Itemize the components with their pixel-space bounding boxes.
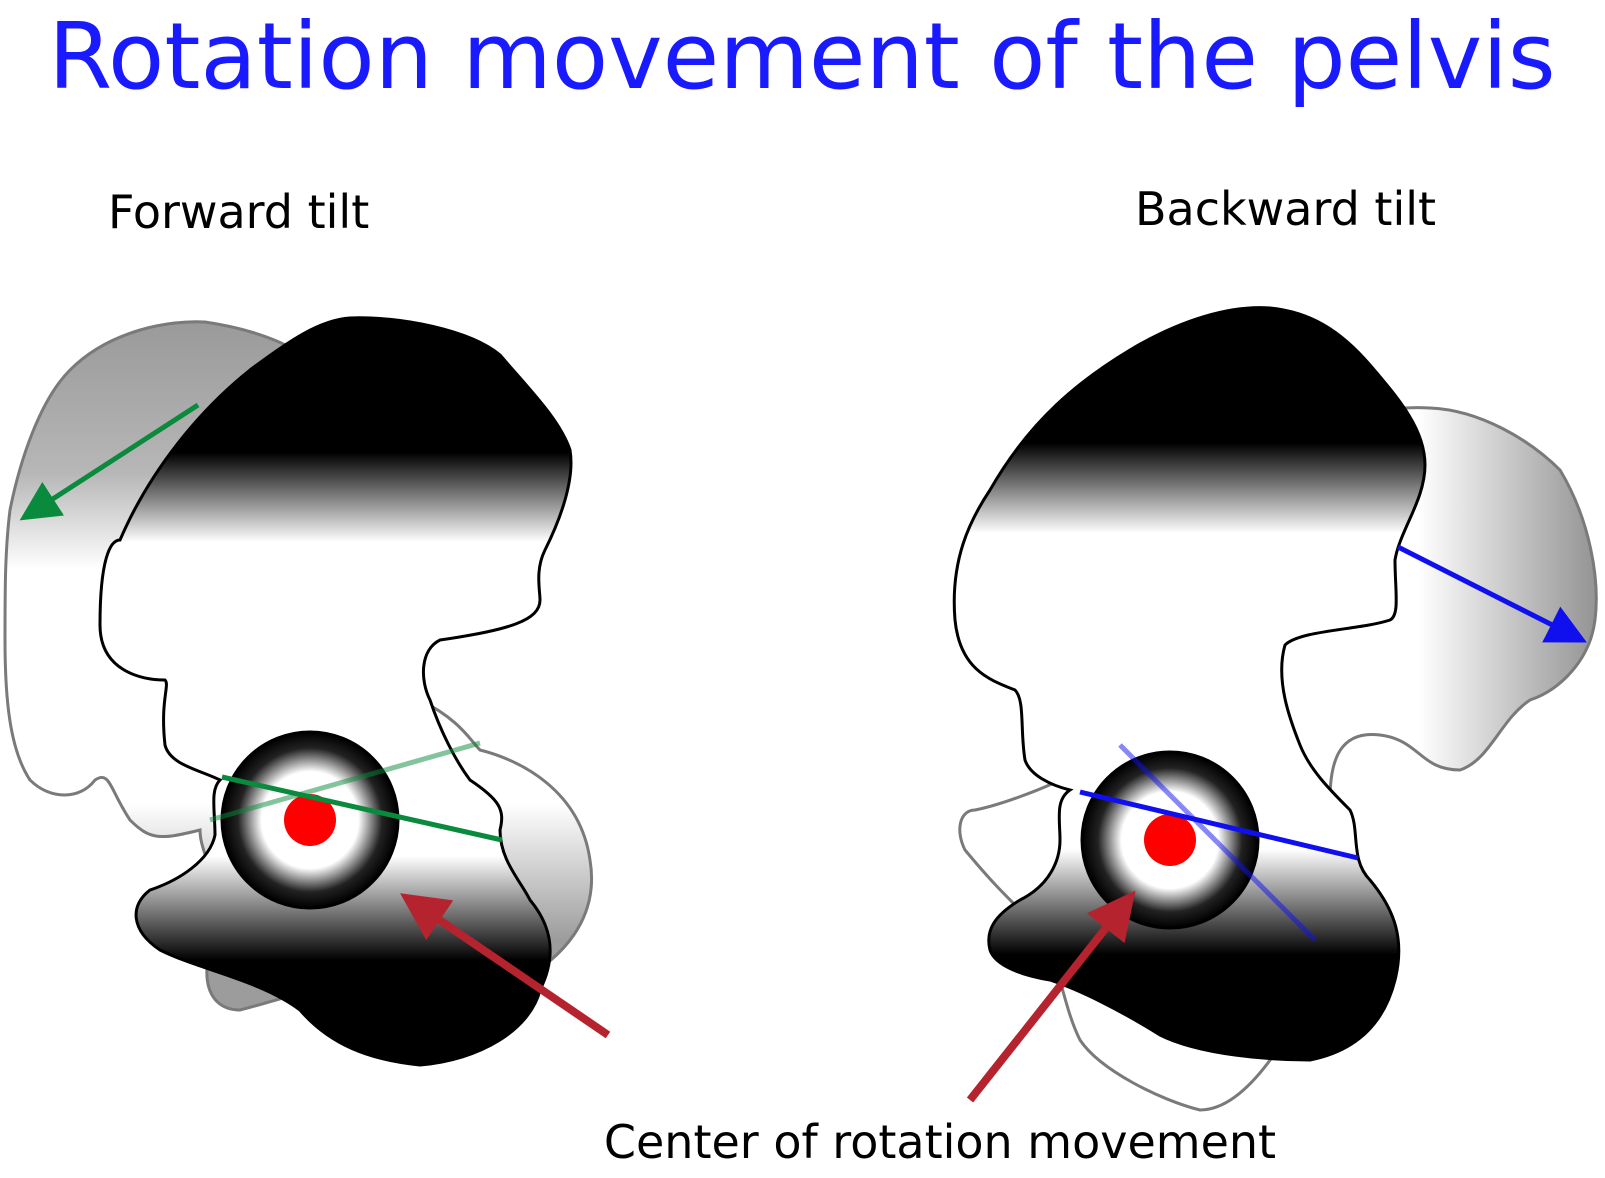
- forward-tilt-line: [221, 774, 503, 843]
- backward-tilt-label: Backward tilt: [1135, 182, 1436, 236]
- center-of-rotation-caption: Center of rotation movement: [604, 1115, 1276, 1169]
- backward-tilt-center-dot: [1144, 814, 1196, 866]
- backward-tilt-line: [1079, 789, 1359, 861]
- backward-tilt-arrow: [1396, 544, 1587, 643]
- forward-tilt-center-dot: [284, 794, 336, 846]
- forward-tilt-panel: Forward tilt: [3, 185, 611, 1067]
- backward-tilt-ghost-line: [1118, 743, 1317, 942]
- center-pointer-right: [966, 890, 1136, 1103]
- forward-tilt-label: Forward tilt: [108, 185, 369, 239]
- page-title: Rotation movement of the pelvis: [48, 3, 1555, 110]
- center-pointer-left: [400, 893, 611, 1039]
- forward-tilt-arrow: [19, 402, 200, 521]
- backward-tilt-panel: Backward tilt: [952, 182, 1598, 1112]
- forward-tilt-pelvis: [98, 316, 573, 1067]
- backward-tilt-pelvis: [952, 306, 1427, 1062]
- forward-tilt-ghost-line: [209, 740, 481, 823]
